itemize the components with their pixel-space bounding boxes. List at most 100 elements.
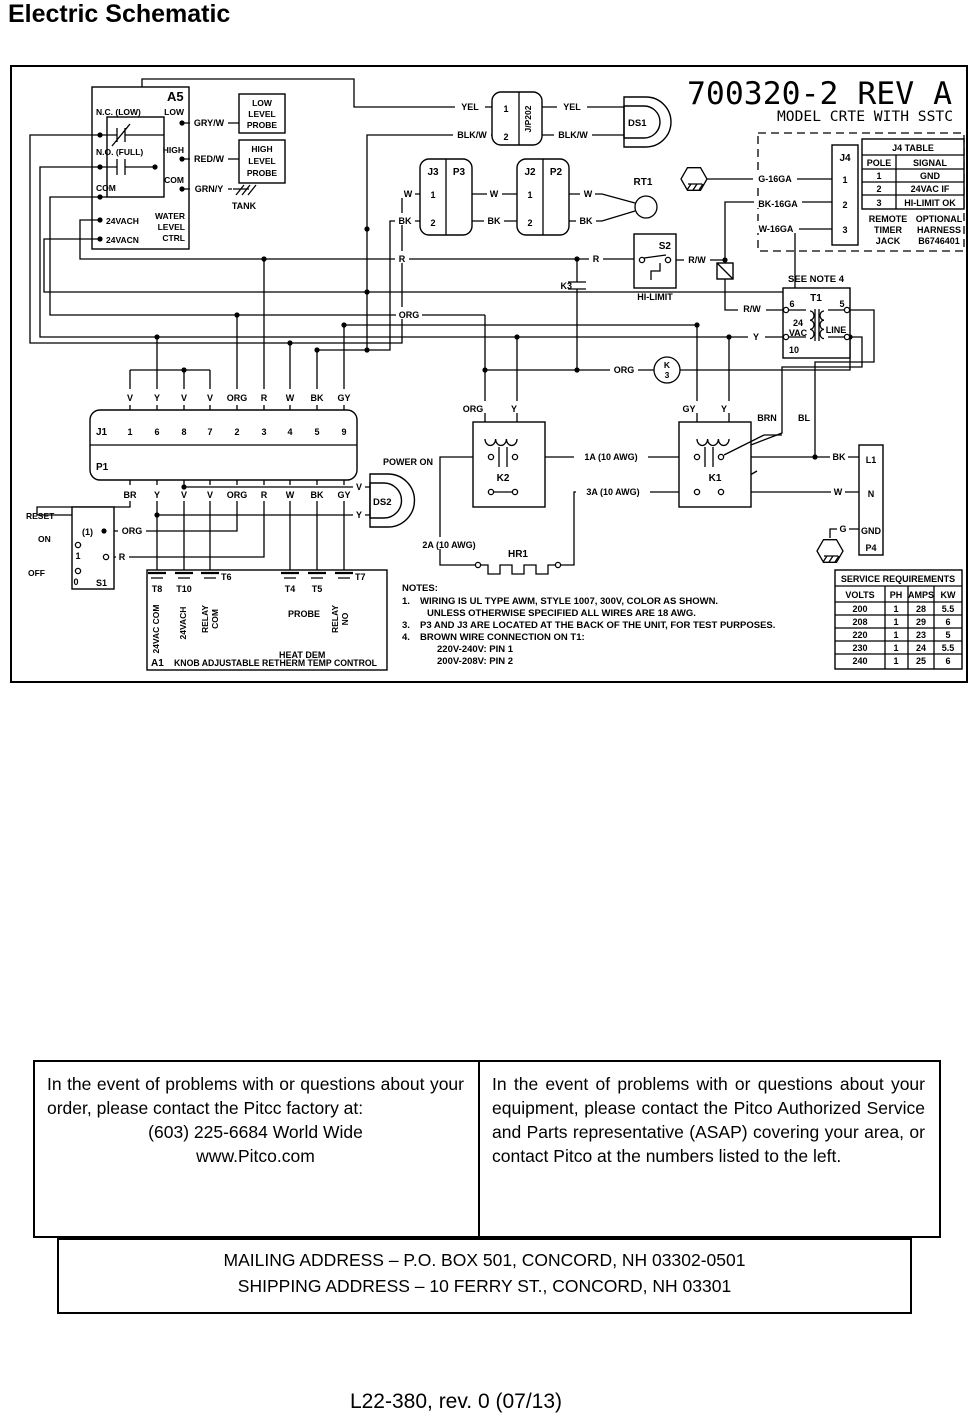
svg-text:V: V <box>181 490 187 500</box>
svg-text:1: 1 <box>893 630 898 640</box>
svc-title: SERVICE REQUIREMENTS <box>841 574 955 584</box>
t1-transformer <box>782 287 851 359</box>
svg-text:(1): (1) <box>82 527 93 537</box>
svg-text:RELAY: RELAY <box>330 605 340 633</box>
svg-text:SIGNAL: SIGNAL <box>913 158 948 168</box>
svg-text:COM: COM <box>210 609 220 629</box>
wire-label: R/W <box>743 304 761 314</box>
svg-text:OPTIONAL: OPTIONAL <box>916 214 963 224</box>
svg-text:W: W <box>286 393 295 403</box>
j1-label: J1 <box>96 427 108 438</box>
svg-text:24: 24 <box>793 318 803 328</box>
svg-text:P3: P3 <box>453 167 466 178</box>
a1-label: A1 <box>151 658 164 669</box>
s1-label: S1 <box>96 578 107 588</box>
k1-contactor <box>678 421 752 508</box>
high-level-probe-box <box>238 139 286 184</box>
document-number: L22-380, rev. 0 (07/13) <box>349 1390 563 1413</box>
svg-text:LEVEL: LEVEL <box>248 109 275 119</box>
svg-text:5.5: 5.5 <box>942 643 955 653</box>
svg-text:5.5: 5.5 <box>942 604 955 614</box>
wire-label: RED/W <box>194 154 225 164</box>
svg-text:2: 2 <box>527 218 532 228</box>
wire-label: BK <box>580 216 593 226</box>
svg-text:2: 2 <box>503 132 508 142</box>
svg-text:GY: GY <box>337 393 350 403</box>
a5-water-level-ctrl-box <box>91 86 190 250</box>
wire-label: GRN/Y <box>195 184 224 194</box>
part-number: 700320-2 REV A <box>687 76 952 112</box>
svg-text:RELAY: RELAY <box>200 605 210 633</box>
svg-text:6: 6 <box>154 427 159 437</box>
svg-text:Y: Y <box>154 393 160 403</box>
wire-label: BK <box>488 216 501 226</box>
factory-contact-text: In the event of problems with or questio… <box>47 1074 464 1119</box>
wire-label: GY <box>682 404 695 414</box>
svg-text:P2: P2 <box>550 167 563 178</box>
label: COM <box>164 175 184 185</box>
svg-text:N: N <box>868 489 875 499</box>
wire-label: W <box>404 189 413 199</box>
on-label: ON <box>38 534 51 544</box>
svg-text:1: 1 <box>893 604 898 614</box>
svg-text:5: 5 <box>945 630 950 640</box>
svg-text:3.: 3. <box>402 620 410 631</box>
wire-label: R/W <box>688 255 706 265</box>
model-label: MODEL CRTE WITH SSTC <box>777 109 953 125</box>
p4-connector <box>858 444 884 556</box>
svg-text:1: 1 <box>842 175 847 185</box>
service-contact-box: In the event of problems with or questio… <box>478 1060 941 1238</box>
a1-retherm-control <box>146 569 388 671</box>
svg-text:24: 24 <box>916 643 926 653</box>
chassis-ground-icon <box>816 539 844 563</box>
tank-ground-icon <box>233 184 257 196</box>
svg-text:HARNESS: HARNESS <box>917 225 961 235</box>
svg-text:GND: GND <box>920 171 941 181</box>
svg-text:T8: T8 <box>152 584 163 594</box>
rt1-sensor <box>634 195 658 219</box>
wire-label: W-16GA <box>759 224 794 234</box>
svg-text:220: 220 <box>852 630 867 640</box>
a1-caption: KNOB ADJUSTABLE RETHERM TEMP CONTROL <box>174 658 377 669</box>
wire-label: ORG <box>122 526 143 536</box>
svg-text:2: 2 <box>876 184 881 194</box>
svg-text:1: 1 <box>893 643 898 653</box>
svg-text:HI-LIMIT OK: HI-LIMIT OK <box>904 198 956 208</box>
label: LEVEL <box>158 222 185 232</box>
wire-label: BK <box>399 216 412 226</box>
svg-text:T10: T10 <box>176 584 192 594</box>
svg-text:4.: 4. <box>402 632 410 643</box>
svg-text:3: 3 <box>842 225 847 235</box>
label: 24VACH <box>106 216 139 226</box>
svg-text:3: 3 <box>665 370 670 380</box>
svg-text:TIMER: TIMER <box>874 225 902 235</box>
power-on-label: POWER ON <box>383 457 433 467</box>
component-labels: A5 N.C. (LOW) N.O. (FULL) COM LOW HIGH C… <box>26 76 963 669</box>
svg-text:BR: BR <box>124 490 137 500</box>
j4-table <box>861 138 965 210</box>
mailing-address: MAILING ADDRESS – P.O. BOX 501, CONCORD,… <box>223 1250 746 1270</box>
wire-label: G-16GA <box>758 174 792 184</box>
svg-text:9: 9 <box>341 427 346 437</box>
t1-label: T1 <box>810 293 822 304</box>
label: COM <box>96 183 116 193</box>
svg-text:PROBE: PROBE <box>247 120 278 130</box>
wire-label: G <box>839 524 846 534</box>
svg-text:VOLTS: VOLTS <box>845 590 874 600</box>
k3-contact-label: K3 <box>560 281 572 291</box>
svg-text:NO: NO <box>340 612 350 625</box>
svg-text:J3: J3 <box>427 167 439 178</box>
wire-label: 2A (10 AWG) <box>422 540 475 550</box>
svg-text:5: 5 <box>314 427 319 437</box>
address-box: MAILING ADDRESS – P.O. BOX 501, CONCORD,… <box>57 1238 912 1314</box>
wire-label: Y <box>753 332 759 342</box>
factory-phone: (603) 225-6684 World Wide <box>148 1122 363 1143</box>
svg-text:240: 240 <box>852 656 867 666</box>
wire-label: V <box>356 482 362 492</box>
k2-contactor <box>472 421 546 508</box>
svg-text:WIRING IS UL TYPE AWM, STYLE 1: WIRING IS UL TYPE AWM, STYLE 1007, 300V,… <box>420 596 718 607</box>
ds1-label: DS1 <box>628 118 647 129</box>
svg-text:6: 6 <box>789 299 794 309</box>
k1-label: K1 <box>709 473 722 484</box>
svg-text:1: 1 <box>503 104 508 114</box>
